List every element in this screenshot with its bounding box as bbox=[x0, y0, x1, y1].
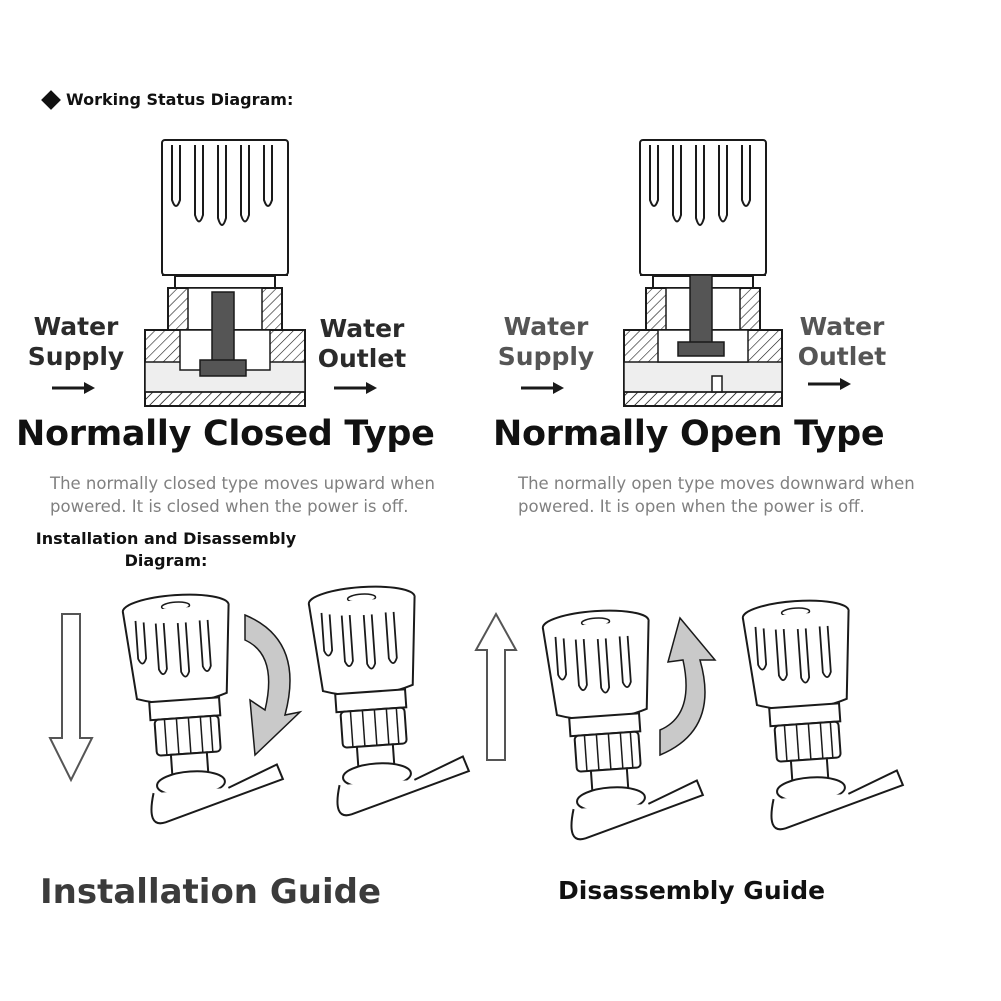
closed-inlet-arrow-icon bbox=[52, 382, 95, 394]
installation-guide-label: Installation Guide bbox=[40, 872, 382, 912]
open-desc-line2: powered. It is open when the power is of… bbox=[518, 497, 865, 516]
closed-water-supply-label: Water Supply bbox=[26, 312, 126, 372]
open-outlet-line1: Water bbox=[799, 312, 885, 341]
normally-open-description: The normally open type moves downward wh… bbox=[518, 472, 915, 518]
normally-closed-description: The normally closed type moves upward wh… bbox=[50, 472, 435, 518]
closed-inlet-line1: Water bbox=[33, 312, 119, 341]
install-valve-step1-drawing bbox=[121, 593, 285, 825]
open-water-supply-label: Water Supply bbox=[496, 312, 596, 372]
install-header-line1: Installation and Disassembly bbox=[35, 529, 297, 548]
closed-inlet-line2: Supply bbox=[27, 342, 125, 371]
closed-outlet-line1: Water bbox=[319, 314, 405, 343]
section-header-working-status: Working Status Diagram: bbox=[41, 89, 294, 110]
disassembly-up-arrow-icon bbox=[474, 611, 518, 761]
normally-open-valve-drawing bbox=[623, 139, 783, 407]
normally-closed-valve-drawing bbox=[144, 139, 306, 407]
open-inlet-line1: Water bbox=[503, 312, 589, 341]
working-status-title: Working Status Diagram: bbox=[66, 90, 294, 109]
install-header-line2: Diagram: bbox=[124, 551, 208, 570]
disassembly-valve-step2-drawing bbox=[740, 593, 907, 832]
closed-desc-line2: powered. It is closed when the power is … bbox=[50, 497, 409, 516]
normally-open-title: Normally Open Type bbox=[493, 414, 885, 454]
normally-closed-title: Normally Closed Type bbox=[16, 414, 435, 454]
closed-outlet-arrow-icon bbox=[334, 382, 377, 394]
disassembly-rotate-arrow-icon bbox=[659, 616, 717, 757]
closed-desc-line1: The normally closed type moves upward wh… bbox=[50, 474, 435, 493]
open-inlet-arrow-icon bbox=[521, 382, 564, 394]
open-inlet-line2: Supply bbox=[497, 342, 595, 371]
open-outlet-arrow-icon bbox=[808, 378, 851, 390]
install-rotate-arrow-icon bbox=[244, 613, 303, 757]
install-valve-step2-drawing bbox=[306, 579, 473, 818]
open-desc-line1: The normally open type moves downward wh… bbox=[518, 474, 915, 493]
closed-outlet-line2: Outlet bbox=[317, 344, 407, 373]
open-water-outlet-label: Water Outlet bbox=[792, 312, 892, 372]
installation-disassembly-header: Installation and Disassembly Diagram: bbox=[28, 528, 304, 572]
disassembly-guide-label: Disassembly Guide bbox=[558, 876, 826, 905]
install-down-arrow-icon bbox=[48, 613, 94, 783]
open-outlet-line2: Outlet bbox=[797, 342, 887, 371]
closed-water-outlet-label: Water Outlet bbox=[312, 314, 412, 374]
